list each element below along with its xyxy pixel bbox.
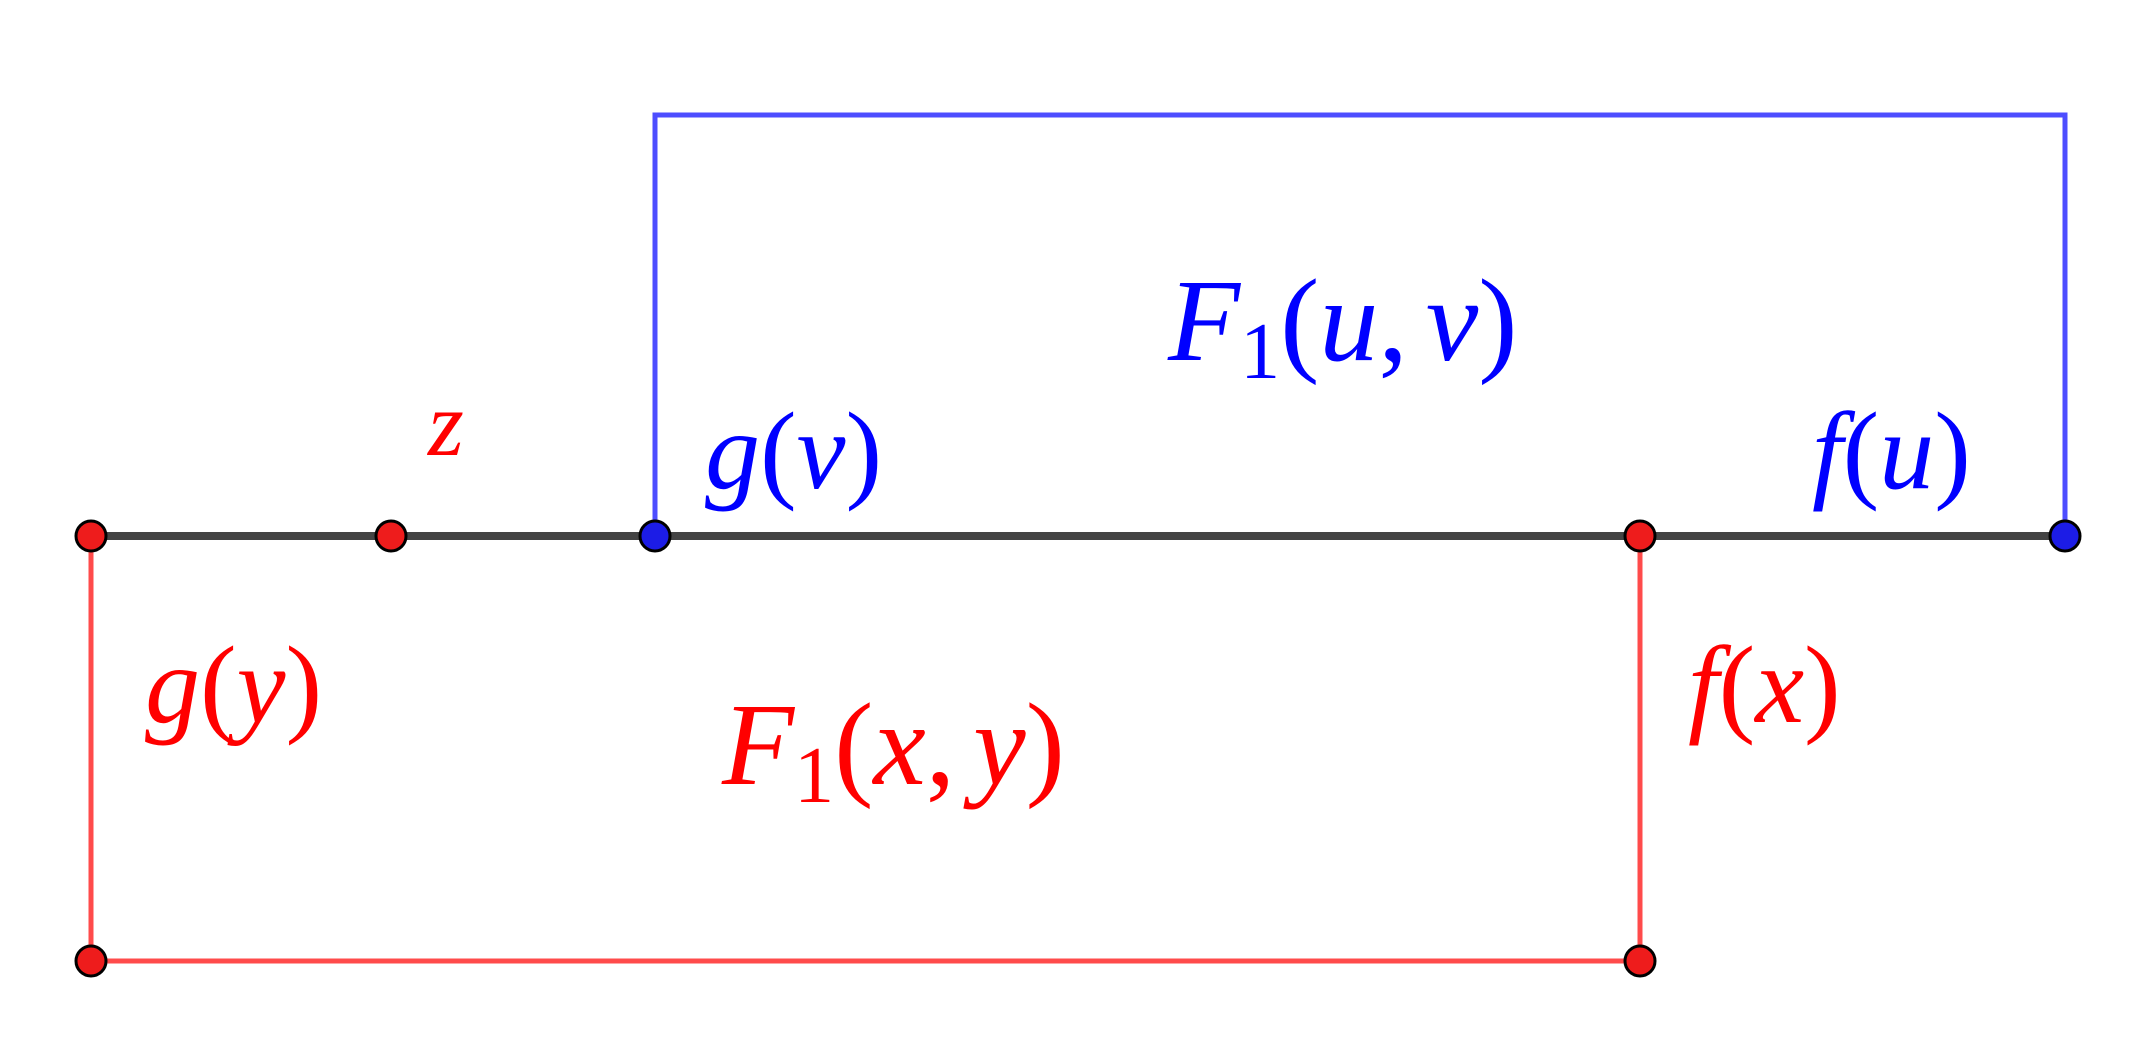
point-blue-right [2048, 519, 2082, 553]
point-red-right [1623, 519, 1657, 553]
point-red-z [374, 519, 408, 553]
label-g-y: g(y) [145, 624, 322, 746]
label-f-x: f(x) [1688, 624, 1841, 746]
label-f-u: f(u) [1812, 390, 1971, 512]
blue-rectangle [652, 112, 2068, 536]
label-F1-xy: F1(x,y) [721, 679, 1065, 820]
point-red-bottom-left [74, 944, 108, 978]
label-z: z [426, 373, 464, 475]
label-g-v: g(v) [705, 390, 882, 512]
label-F1-uv: F1(u,v) [1167, 255, 1518, 396]
point-blue-left [638, 519, 672, 553]
point-red-bottom-right [1623, 944, 1657, 978]
red-rectangle [88, 536, 1643, 964]
point-red-left [74, 519, 108, 553]
